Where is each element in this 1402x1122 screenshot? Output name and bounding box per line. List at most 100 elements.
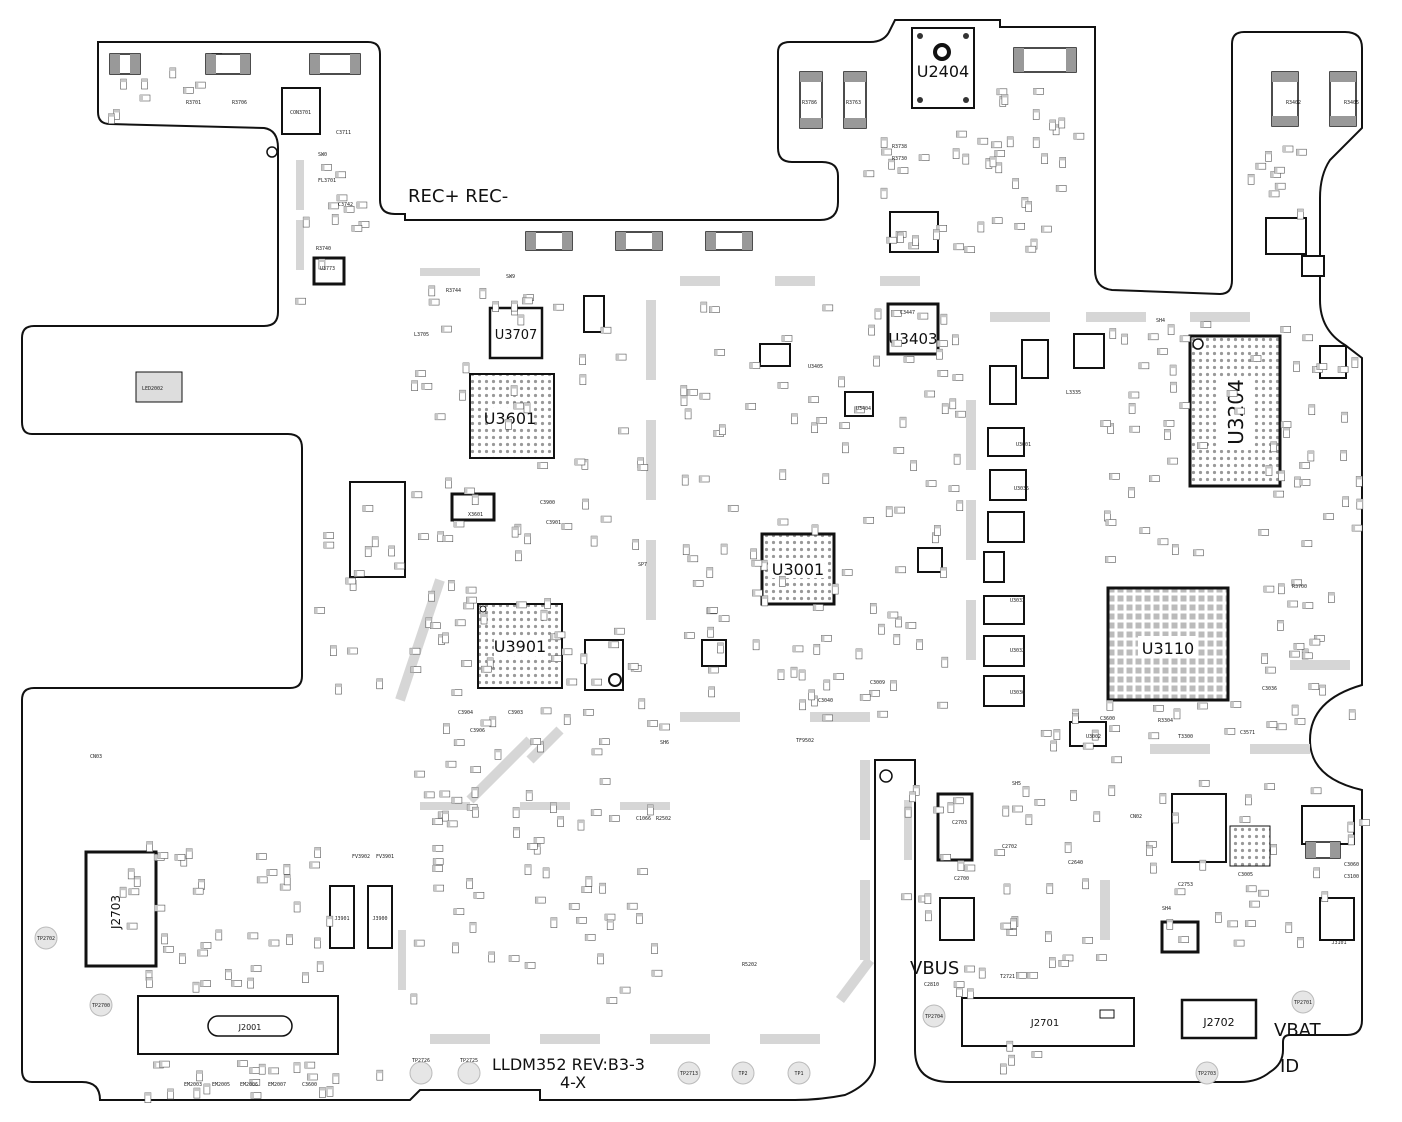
passive-component	[606, 997, 618, 1004]
passive-component	[937, 701, 948, 709]
passive-component	[1064, 841, 1072, 853]
passive-component	[557, 816, 564, 827]
passive-component	[1150, 862, 1157, 874]
passive-component	[618, 427, 629, 435]
passive-component	[811, 524, 819, 536]
passive-component	[524, 962, 536, 969]
passive-component	[470, 766, 481, 773]
passive-component	[687, 555, 699, 563]
passive-component	[778, 576, 786, 587]
passive-component	[893, 447, 905, 454]
passive-component	[989, 156, 997, 168]
vbat-label: VBAT	[1274, 1020, 1322, 1041]
passive-component	[955, 986, 963, 997]
part-designator: U3032	[1010, 648, 1025, 654]
passive-component	[1025, 245, 1037, 253]
passive-component	[683, 632, 695, 639]
part-designator: EM2006	[240, 1082, 258, 1088]
passive-component	[1200, 321, 1212, 329]
passive-component	[1278, 470, 1285, 482]
passive-component	[924, 893, 932, 905]
passive-component	[1264, 783, 1275, 791]
passive-component	[453, 739, 465, 747]
passive-component	[1082, 937, 1093, 944]
part-designator: C3903	[508, 710, 523, 716]
passive-component	[432, 858, 444, 865]
passive-component	[1341, 411, 1348, 423]
passive-component	[1108, 785, 1116, 796]
passive-component	[1359, 819, 1370, 826]
passive-component	[302, 216, 310, 228]
passive-component	[413, 939, 425, 947]
passive-component	[831, 583, 839, 595]
passive-component	[912, 784, 920, 796]
passive-component	[517, 314, 525, 326]
passive-component	[550, 802, 557, 814]
passive-component	[524, 533, 532, 545]
passive-component	[956, 500, 964, 512]
passive-component	[1055, 185, 1067, 192]
passive-component	[1310, 787, 1322, 795]
passive-component	[1309, 638, 1321, 646]
passive-component	[128, 888, 140, 896]
passive-component	[799, 699, 806, 711]
passive-component	[480, 665, 492, 673]
passive-component	[388, 545, 396, 557]
passive-component	[707, 666, 719, 674]
chip-label-u3901: U3901	[494, 637, 546, 656]
passive-component	[707, 626, 715, 638]
passive-component	[1178, 936, 1189, 943]
passive-component	[777, 669, 785, 681]
resistor-block	[705, 231, 753, 251]
passive-component	[432, 865, 443, 872]
passive-component	[304, 1061, 316, 1069]
passive-component	[1234, 407, 1245, 415]
testpoint-tp2703	[1195, 1061, 1219, 1085]
passive-component	[964, 246, 975, 253]
passive-component	[932, 229, 940, 240]
passive-component	[1082, 742, 1094, 750]
passive-component	[891, 339, 903, 347]
passive-component	[1356, 498, 1364, 510]
part-designator: U3002	[1086, 734, 1101, 740]
passive-component	[901, 893, 912, 901]
passive-component	[999, 1063, 1007, 1075]
passive-component	[1277, 620, 1284, 631]
passive-component	[1106, 700, 1114, 711]
testpoint-tp2	[731, 1061, 755, 1085]
passive-component	[1274, 182, 1286, 190]
part-designator: C2703	[952, 820, 967, 826]
passive-component	[462, 362, 470, 374]
passive-component	[855, 648, 863, 660]
passive-component	[991, 217, 1003, 224]
passive-component	[237, 1060, 248, 1067]
passive-component	[937, 370, 949, 377]
passive-component	[1301, 540, 1313, 548]
passive-component	[1297, 936, 1304, 948]
part-designator: C2753	[1178, 882, 1193, 888]
passive-component	[580, 653, 588, 665]
passive-component	[1169, 364, 1177, 376]
passive-component	[1197, 442, 1208, 449]
testpoint-labels: TP2726 TP2725 TP2713 TP2 TP1 TP2704 TP27…	[37, 936, 1312, 1077]
passive-component	[684, 408, 692, 420]
resistor-block	[309, 53, 361, 75]
passive-component	[897, 167, 909, 174]
passive-component	[1328, 592, 1335, 603]
part-designator: U3405	[808, 364, 823, 370]
passive-component	[1280, 421, 1292, 428]
passive-component	[940, 313, 948, 325]
passive-component	[1239, 816, 1251, 823]
part-designator: U3601	[1016, 442, 1031, 448]
passive-component	[442, 632, 449, 644]
passive-component	[195, 81, 206, 89]
passive-component	[632, 539, 640, 550]
part-designator: FV3902	[352, 854, 370, 860]
passive-component	[626, 902, 638, 910]
passive-component	[599, 882, 606, 894]
passive-component	[533, 837, 545, 844]
passive-component	[895, 616, 902, 628]
passive-component	[1147, 333, 1159, 341]
passive-component	[268, 1067, 279, 1075]
